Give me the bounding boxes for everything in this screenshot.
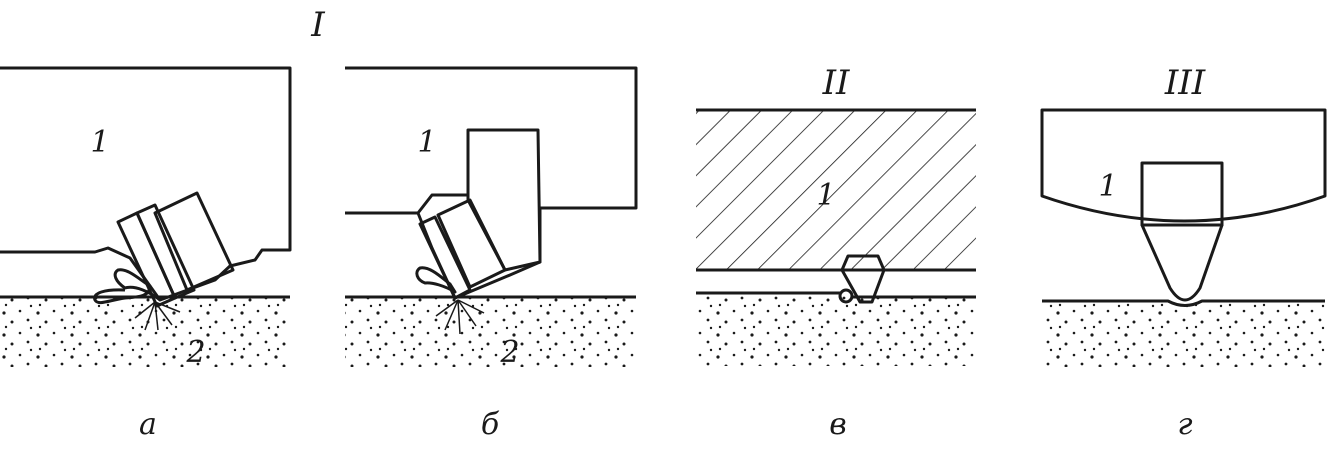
panel-a-body — [0, 66, 292, 302]
panel-g-caption: г — [1177, 407, 1192, 442]
panel-a-rays — [134, 301, 181, 331]
panel-g-body — [1040, 108, 1327, 223]
panel-b-label-2: 2 — [499, 335, 519, 370]
panel-v-caption: в — [829, 407, 846, 442]
panel-g-label-1: 1 — [1098, 169, 1117, 204]
panel-v-label-1: 1 — [816, 178, 835, 213]
panel-b-caption: б — [481, 407, 500, 442]
panel-b-cutting-edge — [418, 215, 472, 300]
panel-a-label-1: 1 — [90, 125, 109, 160]
panel-b-body — [345, 66, 638, 300]
panel-g-workpiece — [1042, 301, 1325, 367]
panel-a: 1 2 а — [0, 66, 292, 442]
panel-a-caption: а — [139, 407, 157, 442]
panel-a-workpiece — [0, 297, 290, 367]
panel-v: 1 в — [696, 108, 976, 442]
panel-v-body — [696, 110, 976, 270]
panel-b-rays — [435, 299, 485, 335]
panel-g-holder — [1140, 161, 1224, 227]
group-label-I: I — [310, 5, 325, 45]
panel-g: 1 г — [1040, 108, 1327, 442]
panel-v-workpiece — [696, 296, 976, 366]
panel-b-label-1: 1 — [417, 125, 436, 160]
panel-b-chip — [415, 266, 457, 294]
panel-b-workpiece — [345, 297, 636, 367]
group-label-II: II — [822, 63, 850, 103]
panel-g-indenter — [1140, 223, 1224, 302]
panel-a-label-2: 2 — [185, 335, 205, 370]
panel-b: 1 2 б — [345, 66, 638, 442]
group-label-III: III — [1164, 63, 1206, 103]
panel-b-tool — [418, 198, 507, 300]
panel-b-holder — [466, 128, 542, 272]
